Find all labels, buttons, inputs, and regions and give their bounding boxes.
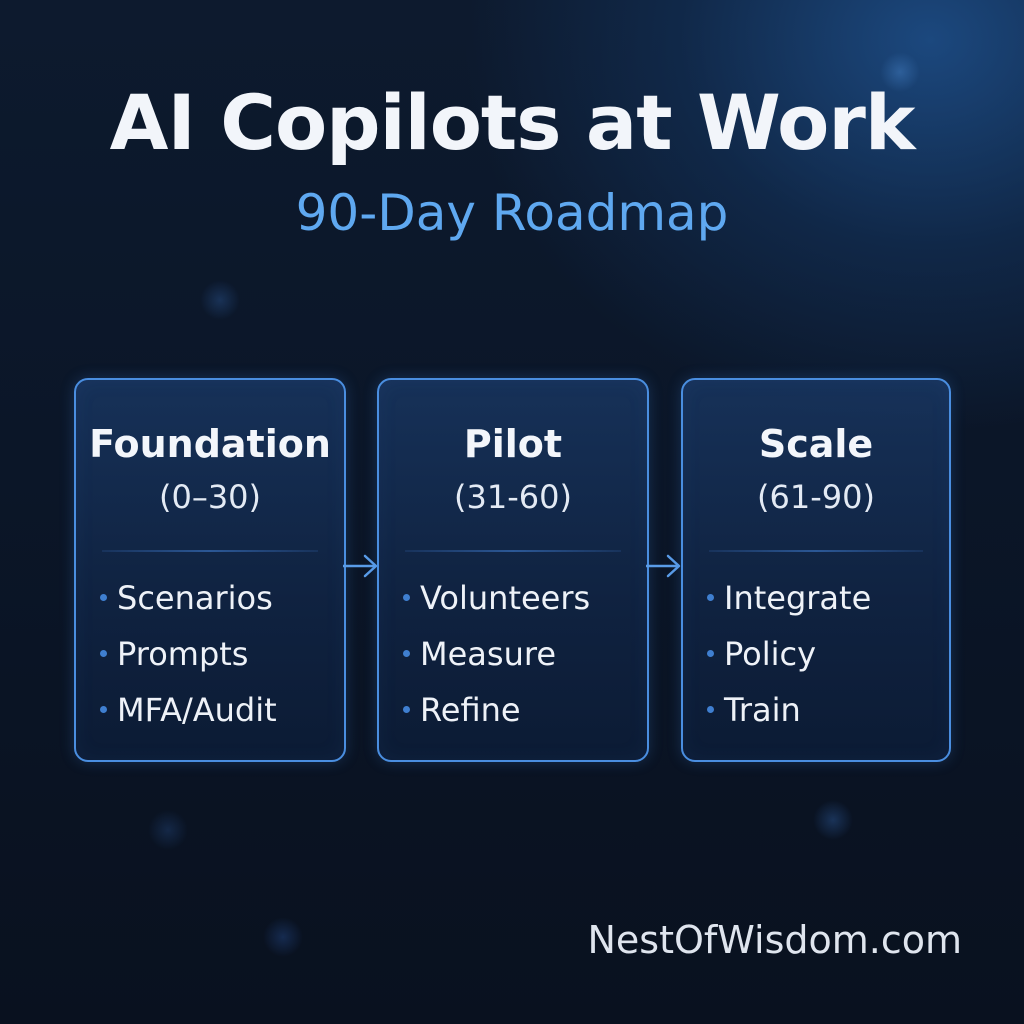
list-item: Prompts: [100, 632, 277, 688]
phase-items: Volunteers Measure Refine: [403, 576, 590, 744]
phase-card-pilot: Pilot (31-60) Volunteers Measure Refine: [377, 378, 649, 762]
bullet-icon: [403, 705, 410, 713]
background-glow: [813, 800, 853, 840]
bullet-icon: [100, 705, 107, 713]
arrow-right-icon: [646, 554, 681, 578]
divider: [405, 550, 621, 552]
bullet-icon: [707, 593, 714, 601]
phase-items: Integrate Policy Train: [707, 576, 871, 744]
bullet-icon: [403, 649, 410, 657]
phase-title: Scale: [758, 422, 874, 466]
phase-range: (31-60): [454, 478, 572, 516]
bullet-icon: [100, 649, 107, 657]
page-subtitle: 90-Day Roadmap: [295, 184, 729, 242]
list-item: Refine: [403, 688, 590, 744]
phase-card-foundation: Foundation (0–30) Scenarios Prompts MFA/…: [74, 378, 346, 762]
phase-items: Scenarios Prompts MFA/Audit: [100, 576, 277, 744]
list-item: Volunteers: [403, 576, 590, 632]
list-item: MFA/Audit: [100, 688, 277, 744]
bullet-icon: [707, 649, 714, 657]
list-item: Scenarios: [100, 576, 277, 632]
divider: [709, 550, 923, 552]
phase-range: (0–30): [158, 478, 262, 516]
brand-watermark: NestOfWisdom.com: [587, 918, 962, 962]
divider: [102, 550, 318, 552]
phase-range: (61-90): [757, 478, 875, 516]
list-item: Measure: [403, 632, 590, 688]
background-glow: [148, 810, 188, 850]
list-item: Policy: [707, 632, 871, 688]
background-glow: [200, 280, 240, 320]
page-title: AI Copilots at Work: [109, 78, 916, 167]
arrow-right-icon: [343, 554, 378, 578]
bullet-icon: [403, 593, 410, 601]
list-item: Integrate: [707, 576, 871, 632]
list-item: Train: [707, 688, 871, 744]
phase-title: Foundation: [89, 422, 331, 466]
bullet-icon: [707, 705, 714, 713]
phase-title: Pilot: [463, 422, 563, 466]
background-glow: [263, 917, 303, 957]
phase-card-scale: Scale (61-90) Integrate Policy Train: [681, 378, 951, 762]
bullet-icon: [100, 593, 107, 601]
